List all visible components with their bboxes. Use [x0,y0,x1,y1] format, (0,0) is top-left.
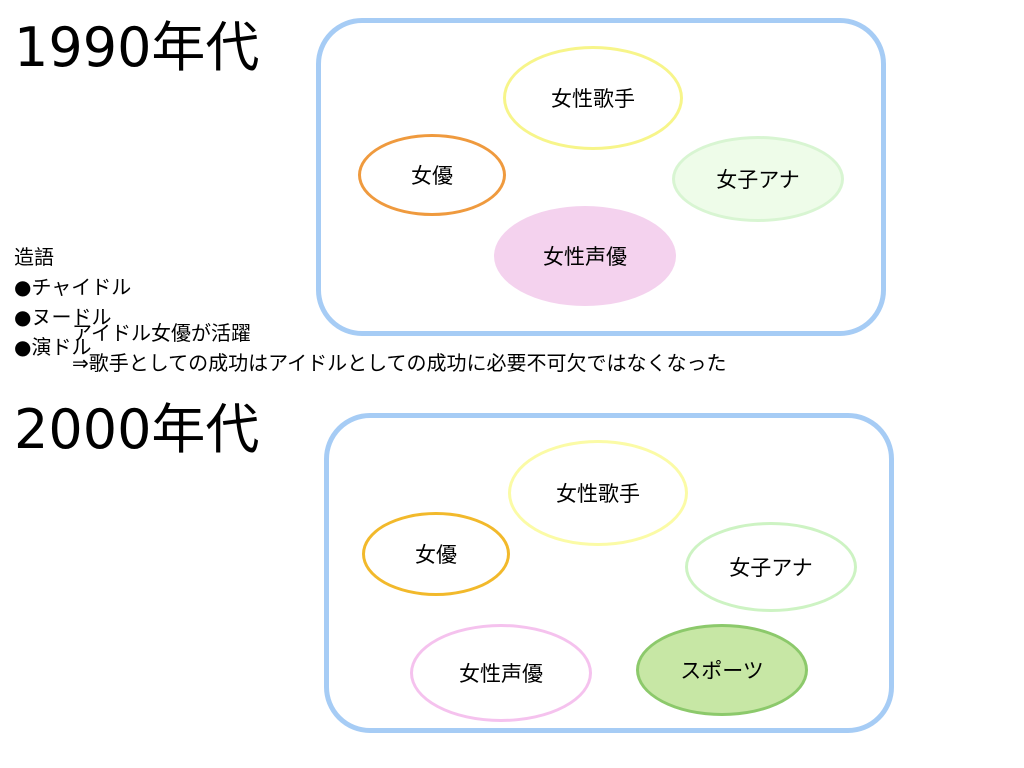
bubble-female-singer-1990: 女性歌手 [503,46,683,150]
notes-item: ●チャイドル [14,275,132,299]
bubble-female-announcer-2000: 女子アナ [685,522,857,612]
notes-item: ●演ドル [14,335,92,359]
bubble-actress-1990: 女優 [358,134,506,216]
notes-heading: 造語 [14,245,54,269]
summary-line-1: アイドル女優が活躍 [72,321,251,345]
coined-words-notes: 造語 ●チャイドル ●ヌードル ●演ドル [14,242,131,362]
bubble-sports-2000: スポーツ [636,624,808,716]
bubble-voice-actress-2000: 女性声優 [410,624,592,722]
decade-title-1990: 1990年代 [14,16,260,79]
summary-line-2: ⇒歌手としての成功はアイドルとしての成功に必要不可欠ではなくなった [72,351,727,375]
bubble-voice-actress-1990: 女性声優 [494,206,676,306]
notes-item: ●ヌードル [14,305,112,329]
bubble-female-announcer-1990: 女子アナ [672,136,844,222]
bubble-female-singer-2000: 女性歌手 [508,440,688,546]
bubble-actress-2000: 女優 [362,512,510,596]
decade-title-2000: 2000年代 [14,398,260,461]
